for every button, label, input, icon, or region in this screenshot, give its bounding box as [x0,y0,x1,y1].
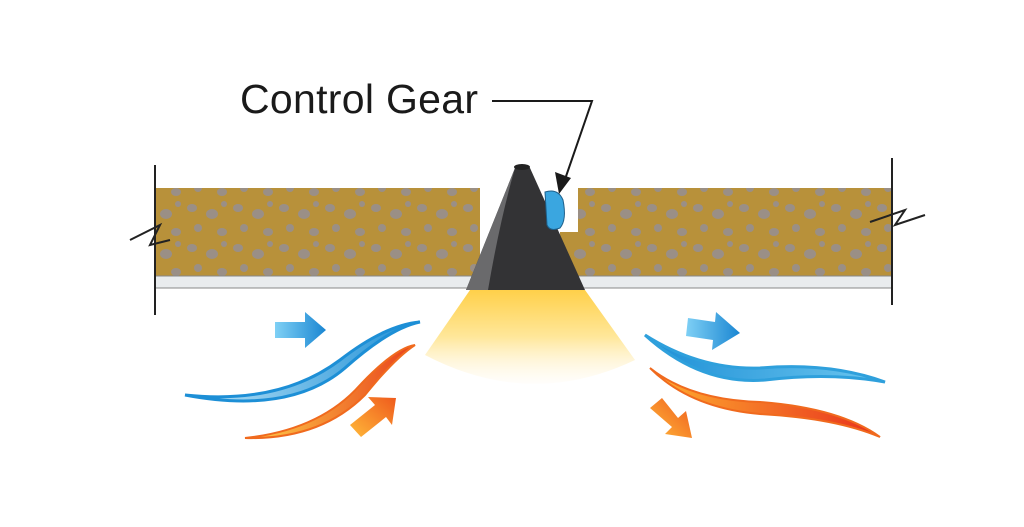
cool-air-arrow-left [275,312,326,348]
callout-leader-arrow [492,100,594,194]
warm-air-arrow-left [350,397,396,437]
warm-air-flow-left [244,344,416,440]
light-beam [425,290,635,384]
warm-air-arrow-right [650,398,692,438]
control-gear-device [544,190,565,230]
warm-air-flow-right [649,367,881,438]
concrete-slab [129,158,926,315]
cool-air-arrow-right [686,312,740,350]
control-gear-label: Control Gear [240,76,479,122]
luminaire [466,164,585,290]
cool-air-flow-left [184,320,421,403]
cool-air-flow-right [643,333,886,384]
